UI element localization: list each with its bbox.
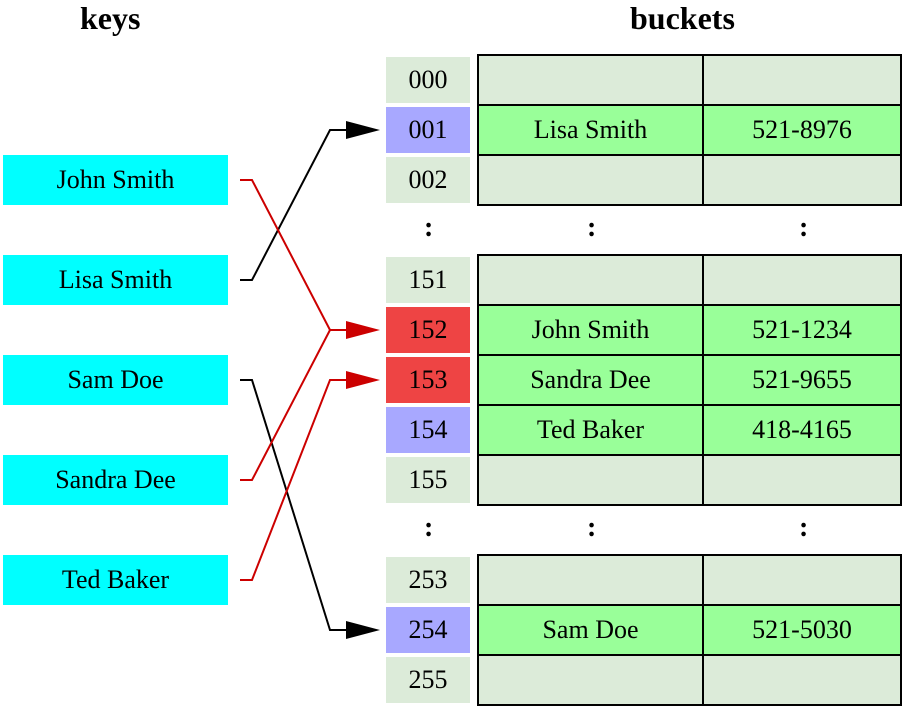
bucket-name-cell	[479, 456, 704, 504]
bucket-phone-cell: 521-5030	[752, 615, 852, 644]
bucket-index-155: 155	[386, 457, 470, 503]
ellipsis-phone: :	[799, 212, 809, 243]
bucket-name-cell: Sam Doe	[479, 606, 704, 654]
bucket-group: Lisa Smith 521-8976	[477, 54, 902, 206]
arrowhead-sam-doe	[346, 621, 380, 639]
bucket-row	[479, 154, 900, 204]
keys-heading: keys	[80, 0, 141, 36]
bucket-index-002: 002	[386, 157, 470, 203]
bucket-index-255: 255	[386, 657, 470, 703]
bucket-row	[479, 454, 900, 504]
arrow-sam-doe	[240, 379, 346, 631]
ellipsis-name: :	[587, 512, 597, 543]
ellipsis-index: :	[424, 512, 434, 543]
bucket-row: John Smith 521-1234	[479, 304, 900, 354]
bucket-phone-cell: 521-8976	[752, 115, 852, 144]
bucket-row: Sam Doe 521-5030	[479, 604, 900, 654]
bucket-name-cell	[479, 656, 704, 704]
bucket-name-cell	[479, 556, 704, 606]
bucket-row	[479, 654, 900, 704]
key-john-smith: John Smith	[3, 155, 228, 205]
bucket-name-cell: Sandra Dee	[479, 356, 704, 404]
bucket-name-cell: Lisa Smith	[479, 106, 704, 154]
bucket-phone-cell: 521-1234	[752, 315, 852, 344]
bucket-index-151: 151	[386, 257, 470, 303]
arrowhead-lisa-smith	[346, 121, 380, 139]
bucket-name-cell: John Smith	[479, 306, 704, 354]
arrow-john-smith	[240, 179, 346, 331]
key-sam-doe: Sam Doe	[3, 355, 228, 405]
bucket-row: Sandra Dee 521-9655	[479, 354, 900, 404]
bucket-group: Sam Doe 521-5030	[477, 554, 902, 706]
ellipsis-index: :	[424, 212, 434, 243]
key-sandra-dee: Sandra Dee	[3, 455, 228, 505]
bucket-phone-cell: 521-9655	[752, 365, 852, 394]
arrow-lisa-smith	[240, 129, 346, 281]
buckets-heading: buckets	[630, 0, 735, 36]
ellipsis-phone: :	[799, 512, 809, 543]
bucket-name-cell	[479, 256, 704, 306]
bucket-index-001: 001	[386, 107, 470, 153]
key-ted-baker: Ted Baker	[3, 555, 228, 605]
ellipsis-name: :	[587, 212, 597, 243]
bucket-index-153: 153	[386, 357, 470, 403]
bucket-index-154: 154	[386, 407, 470, 453]
key-lisa-smith: Lisa Smith	[3, 255, 228, 305]
bucket-row	[479, 256, 900, 306]
bucket-phone-cell: 418-4165	[752, 415, 852, 444]
arrowhead-152	[346, 321, 380, 339]
bucket-name-cell: Ted Baker	[479, 406, 704, 454]
bucket-index-152: 152	[386, 307, 470, 353]
bucket-row: Ted Baker 418-4165	[479, 404, 900, 454]
bucket-group: John Smith 521-1234 Sandra Dee 521-9655 …	[477, 254, 902, 506]
bucket-index-254: 254	[386, 607, 470, 653]
arrow-ted-baker	[240, 379, 346, 581]
bucket-index-000: 000	[386, 57, 470, 103]
bucket-index-253: 253	[386, 557, 470, 603]
bucket-row	[479, 556, 900, 606]
bucket-row: Lisa Smith 521-8976	[479, 104, 900, 154]
arrow-sandra-dee	[240, 329, 331, 481]
bucket-name-cell	[479, 56, 704, 106]
bucket-row	[479, 56, 900, 106]
arrowhead-ted-baker	[346, 371, 380, 389]
bucket-name-cell	[479, 156, 704, 204]
